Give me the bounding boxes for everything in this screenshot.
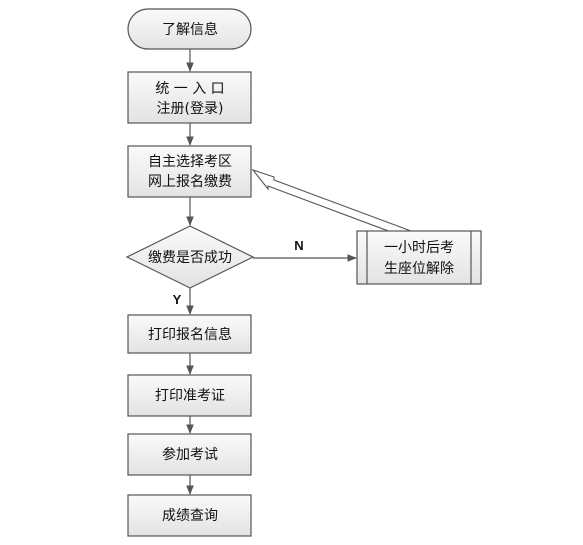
node-register-line1: 统 一 入 口	[155, 81, 224, 97]
hollow-arrow-release-to-select	[251, 168, 412, 239]
node-start-label: 了解信息	[162, 21, 218, 38]
connectors	[186, 49, 357, 495]
node-decision-label: 缴费是否成功	[148, 250, 232, 266]
node-start: 了解信息	[127, 8, 252, 50]
node-exam: 参加考试	[127, 433, 252, 476]
node-select: 自主选择考区 网上报名缴费	[127, 145, 252, 198]
node-release-line2: 生座位解除	[384, 261, 454, 277]
node-select-line1: 自主选择考区	[148, 154, 232, 170]
edge-label-no: N	[294, 238, 303, 253]
node-decision: 缴费是否成功	[125, 225, 255, 289]
node-register: 统 一 入 口 注册(登录)	[127, 71, 252, 124]
node-print-admit: 打印准考证	[127, 374, 252, 417]
node-exam-label: 参加考试	[162, 446, 218, 463]
edge-label-yes: Y	[173, 292, 182, 307]
node-register-line2: 注册(登录)	[157, 101, 224, 117]
node-results-label: 成绩查询	[162, 508, 218, 524]
node-print-info: 打印报名信息	[127, 314, 252, 354]
node-select-line2: 网上报名缴费	[148, 174, 232, 190]
node-release-line1: 一小时后考	[384, 240, 454, 256]
node-print-info-label: 打印报名信息	[148, 326, 232, 343]
node-print-admit-label: 打印准考证	[155, 387, 225, 404]
node-results: 成绩查询	[127, 494, 252, 537]
node-release: 一小时后考 生座位解除	[356, 230, 482, 285]
